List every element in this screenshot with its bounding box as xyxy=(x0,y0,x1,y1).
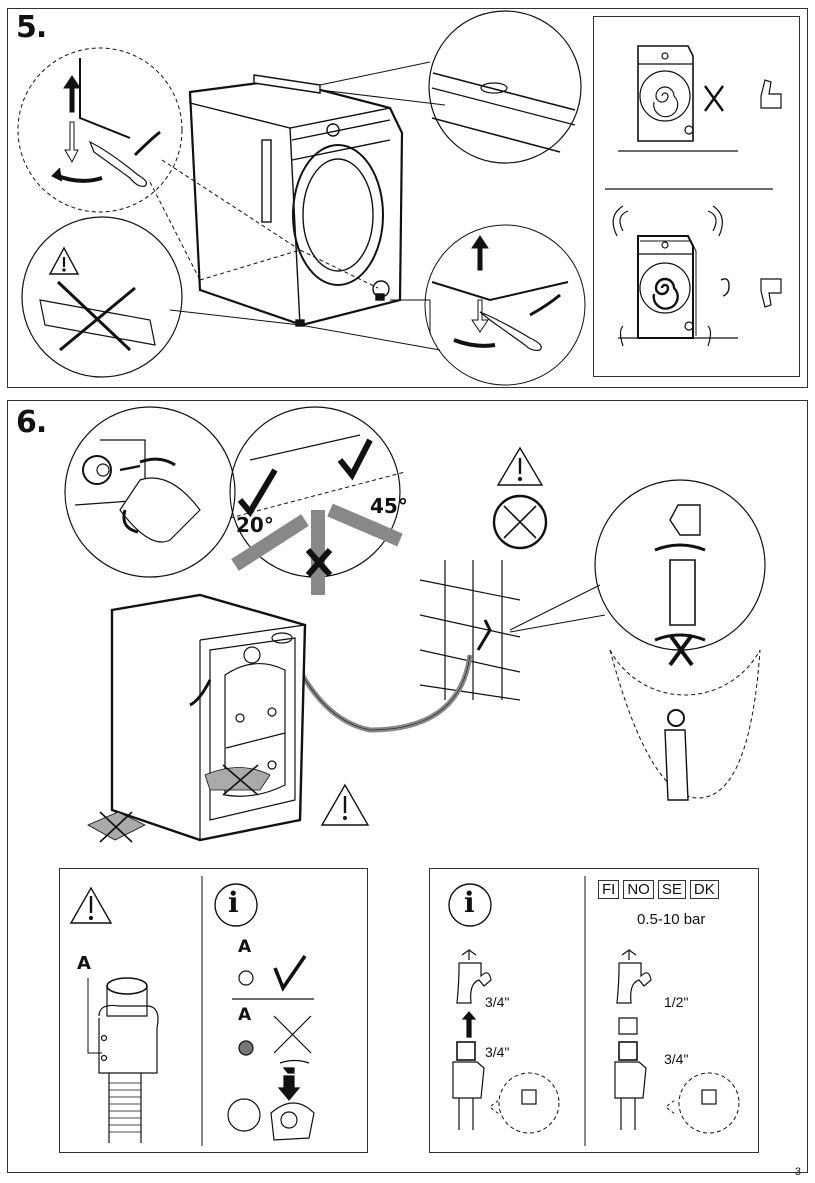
label-a-valve: A xyxy=(77,953,91,974)
page-number: 3 xyxy=(794,1166,801,1178)
right-tap-size: 1/2" xyxy=(664,994,689,1010)
label-a-ok: A xyxy=(238,937,252,957)
foot-adjust-callout-right xyxy=(424,224,586,386)
spirit-level-callout xyxy=(428,10,582,164)
thumbs-down-icon xyxy=(760,278,782,308)
angle-label-20: 20° xyxy=(236,513,274,537)
foot-adjust-callout xyxy=(17,47,183,213)
connection-sizes-illustration xyxy=(448,876,740,1146)
info-icon xyxy=(448,883,492,927)
no-water-leak-icon xyxy=(492,494,548,550)
inlet-hose-illustration xyxy=(64,406,766,843)
spiral-icon xyxy=(653,86,679,118)
left-tap-size: 3/4" xyxy=(485,994,510,1010)
country-dk: DK xyxy=(689,880,719,899)
right-hose-size: 3/4" xyxy=(664,1051,689,1067)
info-i-glyph: i xyxy=(228,886,239,919)
step5-number: 5. xyxy=(16,10,47,45)
country-fi: FI xyxy=(598,880,620,899)
step6-number: 6. xyxy=(16,405,47,440)
washing-machine-level-illustration xyxy=(17,10,586,386)
pressure-range: 0.5-10 bar xyxy=(637,911,706,928)
info-icon xyxy=(214,883,258,927)
info-i-glyph-right: i xyxy=(464,886,475,919)
aquastop-panel xyxy=(59,868,368,1153)
country-se: SE xyxy=(657,880,686,899)
warning-icon xyxy=(496,446,544,486)
thumbs-up-icon xyxy=(760,79,782,109)
label-a-bad: A xyxy=(238,1005,252,1025)
aquastop-illustration xyxy=(69,876,315,1146)
noise-check-illustration xyxy=(605,45,782,347)
left-hose-size: 3/4" xyxy=(485,1044,510,1060)
no-shims-callout xyxy=(21,216,183,378)
angle-label-45: 45° xyxy=(370,494,408,518)
ear-icon xyxy=(720,278,730,297)
country-no: NO xyxy=(623,880,654,899)
connection-sizes-panel xyxy=(429,868,759,1153)
warning-icon xyxy=(69,886,113,924)
